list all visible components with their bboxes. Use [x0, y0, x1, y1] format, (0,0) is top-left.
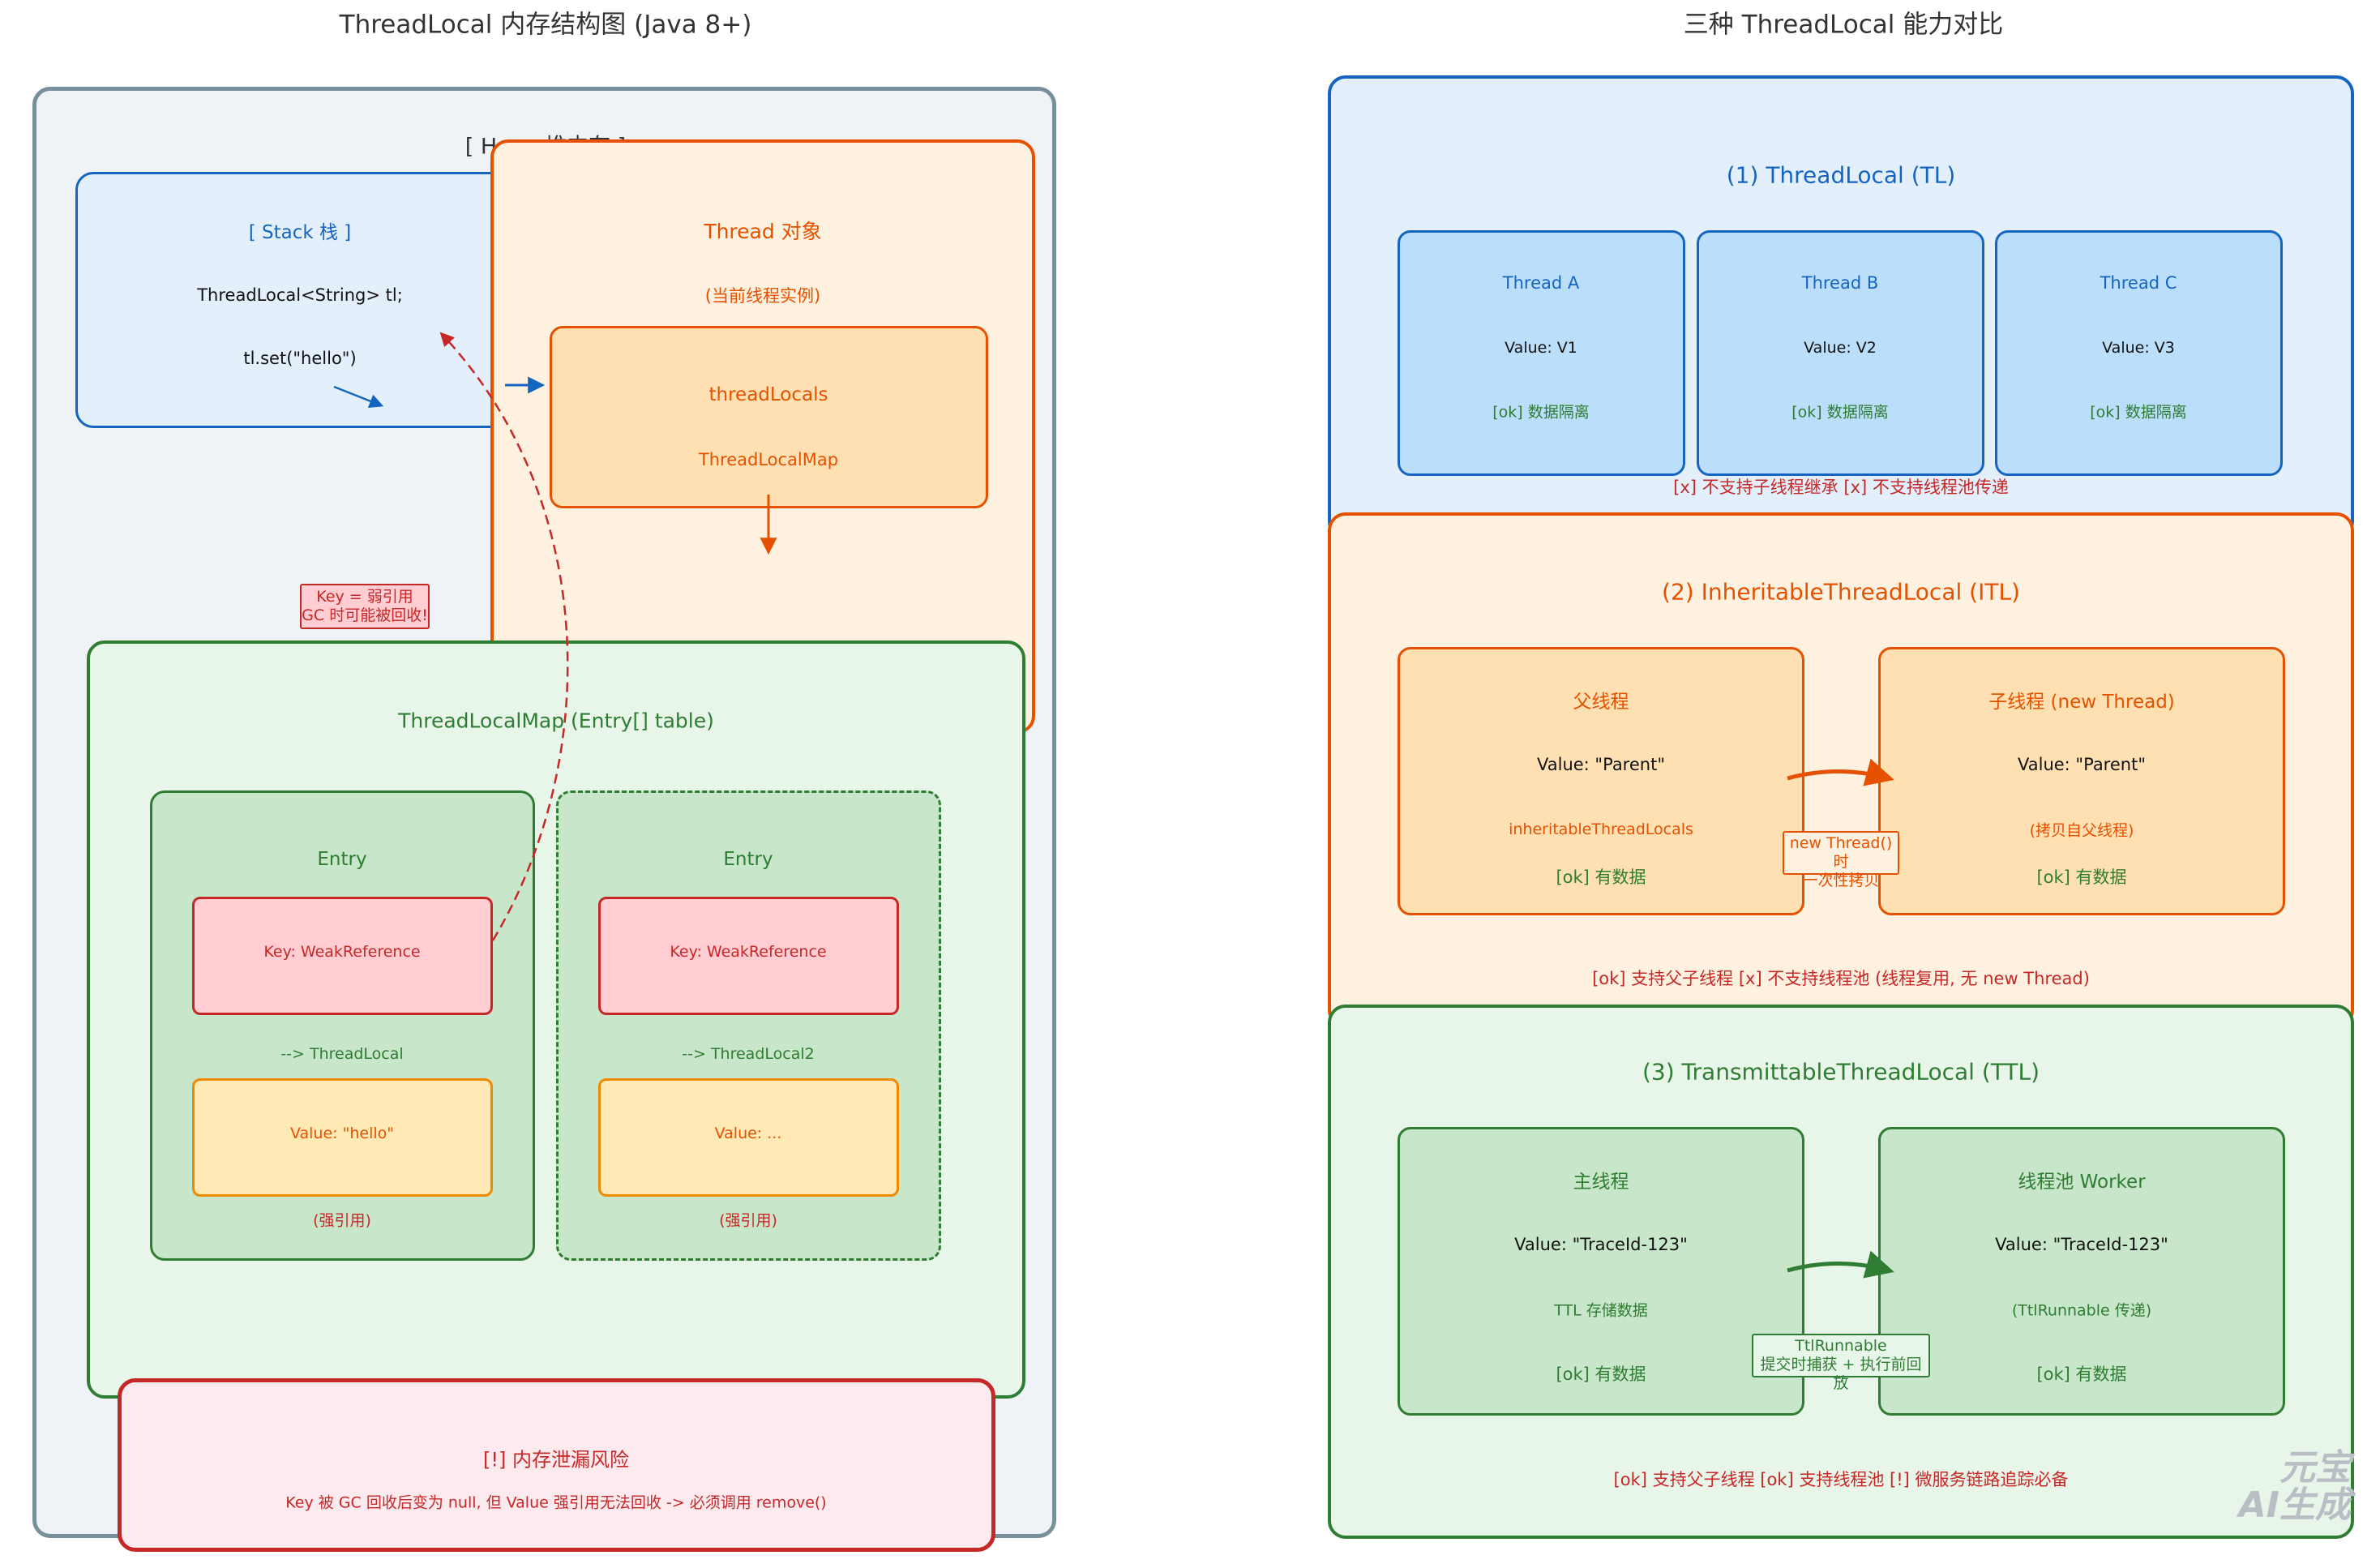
ttl-arrow-label-line1: TtlRunnable [1795, 1337, 1887, 1355]
ttl-worker-value: Value: "TraceId-123" [1995, 1235, 2168, 1254]
ttl-arrow-label-line2: 提交时捕获 + 执行前回放 [1760, 1356, 1922, 1392]
tl-thread-status-c: [ok] 数据隔离 [2090, 403, 2187, 422]
ttl-arrow-label: TtlRunnable 提交时捕获 + 执行前回放 [1752, 1334, 1930, 1392]
ttl-main-name: 主线程 [1573, 1172, 1629, 1193]
tl-title: (1) ThreadLocal (TL) [1726, 161, 1956, 189]
stack-line-set: tl.set("hello") [243, 349, 357, 368]
tl-thread-card-b [1697, 230, 1984, 476]
left-title: ThreadLocal 内存结构图 (Java 8+) [339, 10, 752, 40]
thread-object-title: Thread 对象 [704, 220, 822, 243]
tl-footer: [x] 不支持子线程继承 [x] 不支持线程池传递 [1673, 478, 2009, 497]
itl-child-status: [ok] 有数据 [2036, 868, 2127, 887]
weak-reference-curve [439, 332, 569, 941]
entry-ref-1: --> ThreadLocal [280, 1045, 404, 1063]
entry-note-2: (强引用) [719, 1211, 777, 1230]
tl-thread-status-b: [ok] 数据隔离 [1791, 403, 1889, 422]
tl-thread-value-a: Value: V1 [1505, 339, 1577, 357]
entry-key-2: Key: WeakReference [670, 943, 827, 961]
ttl-transmit-arrow [1787, 1250, 1894, 1279]
ttl-main-detail: TTL 存储数据 [1554, 1301, 1648, 1320]
tl-thread-value-c: Value: V3 [2102, 339, 2175, 357]
thread-locals-type: ThreadLocalMap [698, 450, 839, 469]
ttl-title: (3) TransmittableThreadLocal (TTL) [1642, 1058, 2040, 1086]
entry-key-1: Key: WeakReference [263, 943, 421, 961]
itl-parent-detail: inheritableThreadLocals [1509, 820, 1693, 838]
entry-value-2: Value: ... [714, 1125, 782, 1142]
tl-thread-name-a: Thread A [1502, 273, 1580, 293]
thread-local-map-title: ThreadLocalMap (Entry[] table) [398, 709, 714, 733]
tl-thread-card-c [1995, 230, 2283, 476]
thread-locals-name: threadLocals [708, 384, 828, 405]
itl-copy-arrow [1787, 758, 1894, 786]
tl-thread-value-b: Value: V2 [1804, 339, 1877, 357]
ttl-worker-name: 线程池 Worker [2018, 1172, 2146, 1193]
itl-parent-name: 父线程 [1573, 692, 1629, 713]
itl-child-value: Value: "Parent" [2018, 755, 2146, 774]
ttl-main-status: [ok] 有数据 [1556, 1365, 1646, 1384]
weak-key-note-line1: Key = 弱引用 [316, 588, 413, 606]
tl-thread-status-a: [ok] 数据隔离 [1492, 403, 1590, 422]
entry-title-1: Entry [317, 849, 367, 870]
ttl-worker-detail: (TtlRunnable 传递) [2011, 1301, 2152, 1320]
entry-key-box-1 [192, 897, 493, 1015]
itl-title: (2) InheritableThreadLocal (ITL) [1662, 578, 2020, 606]
memory-leak-title: [!] 内存泄漏风险 [483, 1448, 629, 1472]
ttl-main-card [1398, 1127, 1804, 1416]
tl-thread-name-b: Thread B [1801, 273, 1879, 293]
itl-parent-card [1398, 647, 1804, 915]
memory-leak-desc: Key 被 GC 回收后变为 null, 但 Value 强引用无法回收 -> … [285, 1493, 827, 1512]
watermark-logo: 元宝 AI生成 [2221, 1450, 2351, 1524]
entry-value-1: Value: "hello" [289, 1125, 395, 1142]
itl-arrow-label-line1: new Thread() 时 [1789, 834, 1893, 871]
tl-thread-card-a [1398, 230, 1685, 476]
stack-line-declare: ThreadLocal<String> tl; [197, 285, 403, 305]
itl-arrow-label: new Thread() 时 一次性拷贝 [1783, 831, 1899, 889]
watermark-line1: 元宝 [2279, 1447, 2351, 1489]
itl-footer: [ok] 支持父子线程 [x] 不支持线程池 (线程复用, 无 new Thre… [1592, 969, 2090, 988]
entry-key-box-2 [598, 897, 899, 1015]
tl-thread-name-c: Thread C [2100, 273, 2177, 293]
right-title: 三种 ThreadLocal 能力对比 [1683, 10, 2004, 40]
itl-arrow-label-line2: 一次性拷贝 [1802, 872, 1880, 889]
itl-parent-status: [ok] 有数据 [1556, 868, 1646, 887]
weak-key-note: Key = 弱引用 GC 时可能被回收! [300, 584, 430, 629]
itl-child-detail: (拷贝自父线程) [2029, 821, 2134, 840]
ttl-worker-status: [ok] 有数据 [2036, 1365, 2127, 1384]
entry-note-1: (强引用) [313, 1211, 371, 1230]
memory-leak-box [118, 1378, 995, 1552]
entry-value-box-2 [598, 1078, 899, 1197]
ttl-worker-card [1878, 1127, 2285, 1416]
itl-parent-value: Value: "Parent" [1537, 755, 1665, 774]
itl-child-name: 子线程 (new Thread) [1988, 692, 2175, 713]
entry-ref-2: --> ThreadLocal2 [682, 1045, 815, 1063]
entry-title-2: Entry [723, 849, 773, 870]
entry-value-box-1 [192, 1078, 493, 1197]
weak-key-note-line2: GC 时可能被回收! [302, 606, 428, 624]
ttl-footer: [ok] 支持父子线程 [ok] 支持线程池 [!] 微服务链路追踪必备 [1613, 1470, 2069, 1489]
stack-set-arrow [333, 385, 384, 408]
ttl-main-value: Value: "TraceId-123" [1514, 1235, 1688, 1254]
thread-object-subtitle: (当前线程实例) [704, 286, 821, 306]
stack-title: [ Stack 栈 ] [248, 222, 352, 243]
watermark-line2: AI生成 [2238, 1484, 2351, 1526]
